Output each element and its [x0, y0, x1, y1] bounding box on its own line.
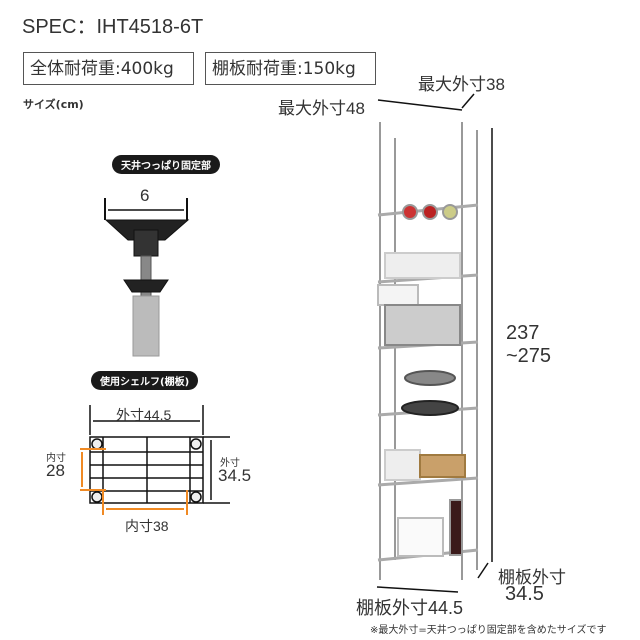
shelf-depth-label: 棚板外寸 — [498, 568, 566, 587]
ceiling-fixture-width: 6 — [140, 186, 150, 205]
rack-illustration — [377, 122, 479, 580]
outer-depth-label: 外寸 — [220, 458, 240, 469]
max-depth-label: 最大外寸38 — [418, 75, 505, 94]
shelf-board-label: 使用シェルフ(棚板) — [91, 371, 199, 390]
ceiling-fixture-illustration — [104, 198, 190, 357]
max-width-label: 最大外寸48 — [278, 99, 365, 118]
inner-depth-value: 28 — [46, 461, 65, 480]
shelf-top-view-diagram — [89, 405, 230, 504]
height-min: 237 — [506, 322, 540, 344]
ceiling-fixture-label: 天井つっぱり固定部 — [112, 155, 220, 174]
total-load-box: 全体耐荷重:400kg — [23, 52, 194, 85]
shelf-outer-width: 外寸44.5 — [116, 407, 172, 423]
dimension-arrows — [376, 93, 493, 593]
size-footnote: ※最大外寸=天井つっぱり固定部を含めたサイズです — [370, 625, 607, 636]
shelf-width-label: 棚板外寸44.5 — [356, 598, 464, 618]
shelf-load-box: 棚板耐荷重:150kg — [205, 52, 376, 85]
spec-title: SPEC：IHT4518-6T — [22, 16, 204, 38]
inner-dimension-markers — [80, 448, 188, 515]
size-label: サイズ(cm) — [23, 98, 84, 111]
shelf-depth-value: 34.5 — [505, 583, 544, 605]
inner-width-value: 内寸38 — [125, 518, 169, 534]
inner-depth-label: 内寸 — [46, 453, 66, 464]
height-max: ~275 — [506, 345, 552, 367]
outer-depth-value: 34.5 — [218, 466, 252, 485]
